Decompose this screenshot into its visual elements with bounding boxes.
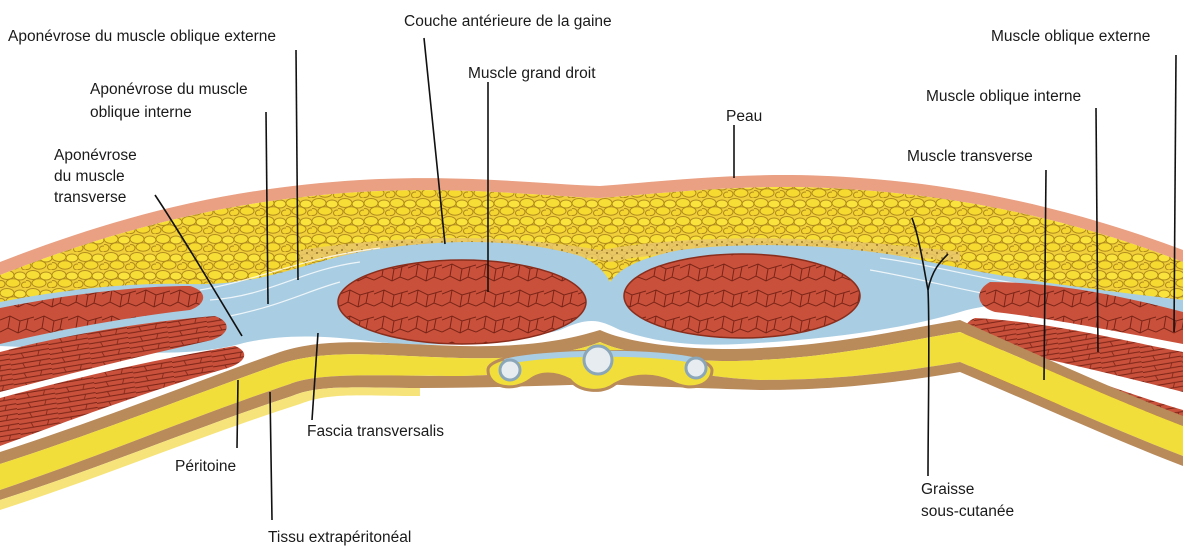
right-rectus-muscle [624,254,860,338]
left-umbilical-artery [500,360,520,380]
label-muscle-oblique-interne-right: Muscle oblique interne [926,88,1081,105]
label-peritoine: Péritoine [175,458,236,475]
label-aponevrose-oblique-interne-line1: Aponévrose du muscle [90,81,248,98]
label-peau: Peau [726,108,762,125]
label-aponevrose-oblique-externe: Aponévrose du muscle oblique externe [8,28,276,45]
label-muscle-transverse: Muscle transverse [907,148,1033,165]
label-muscle-grand-droit: Muscle grand droit [468,65,596,82]
label-graisse-line1: Graisse [921,481,974,498]
label-tissu-extraperitoneal: Tissu extrapéritonéal [268,529,411,546]
label-muscle-oblique-externe-right: Muscle oblique externe [991,28,1150,45]
label-aponevrose-oblique-interne-line2: oblique interne [90,104,192,121]
right-umbilical-artery [686,358,706,378]
label-graisse-line2: sous-cutanée [921,503,1014,520]
label-aponevrose-transverse-line2: du muscle [54,168,125,185]
urachus [584,346,612,374]
label-fascia-transversalis: Fascia transversalis [307,423,444,440]
label-aponevrose-transverse-line3: transverse [54,189,126,206]
left-rectus-muscle [338,260,586,344]
label-couche-anterieure: Couche antérieure de la gaine [404,13,612,30]
label-aponevrose-transverse-line1: Aponévrose [54,147,137,164]
